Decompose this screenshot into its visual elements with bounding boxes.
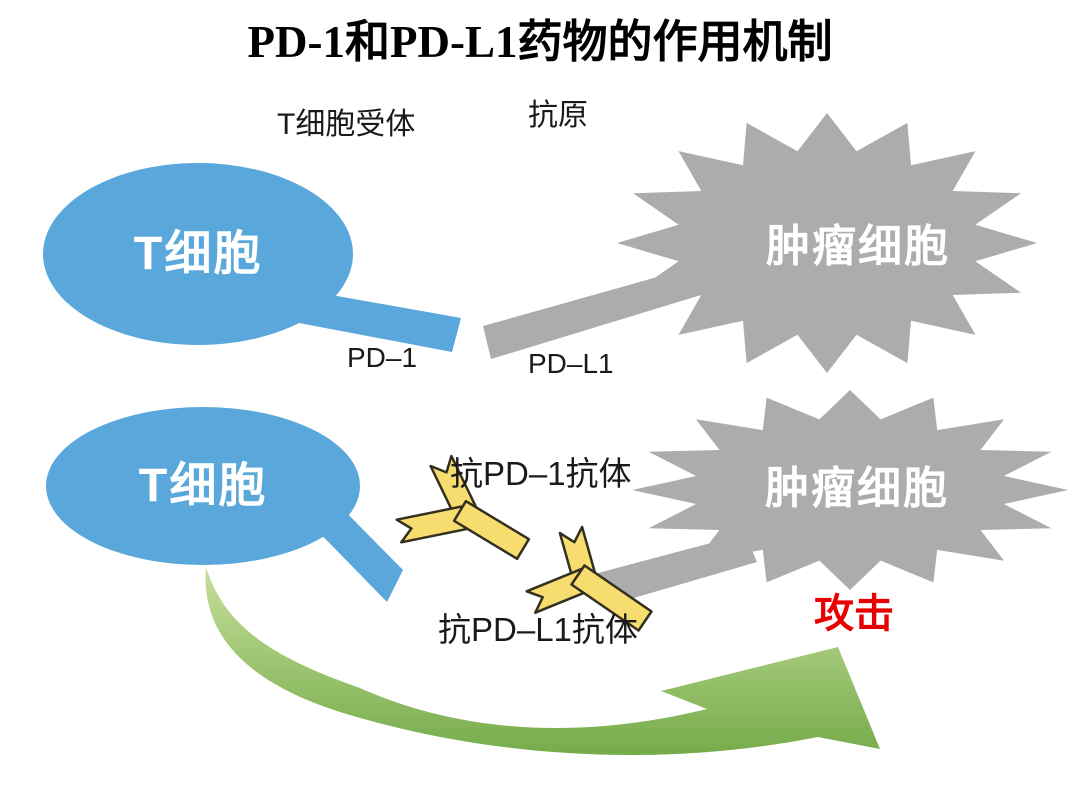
tumor-cell-label-bottom: 肿瘤细胞: [765, 464, 949, 513]
anti-pdl1-antibody-stem: [570, 564, 653, 632]
t-cell-ellipse-bottom: [46, 407, 360, 565]
tumor-cell-star-bottom: [632, 390, 1068, 590]
antigen-label: 抗原: [528, 99, 588, 132]
anti-pd1-antibody-stem: [452, 499, 531, 561]
anti-pd1-antibody-label: 抗PD–1抗体: [450, 455, 632, 492]
t-cell-receptor-label: T细胞受体: [277, 108, 416, 141]
tumor-cell-star-top: [617, 113, 1037, 373]
t-cell-ellipse-top: [43, 163, 353, 345]
pd1-receptor-arm: [292, 288, 461, 352]
anti-pdl1-antibody: [525, 525, 653, 632]
attack-arrow: [205, 567, 881, 756]
t-cell-label-bottom: T细胞: [138, 458, 268, 512]
pdl1-label: PD–L1: [528, 348, 614, 379]
anti-pdl1-antibody-label: 抗PD–L1抗体: [438, 611, 638, 648]
anti-pd1-antibody: [395, 454, 531, 561]
pd1-label: PD–1: [347, 342, 418, 373]
diagram-title: PD-1和PD-L1药物的作用机制: [247, 17, 833, 67]
attack-label: 攻击: [814, 592, 894, 636]
tumor-cell-label-top: 肿瘤细胞: [766, 222, 950, 271]
t-cell-label-top: T细胞: [133, 226, 263, 280]
